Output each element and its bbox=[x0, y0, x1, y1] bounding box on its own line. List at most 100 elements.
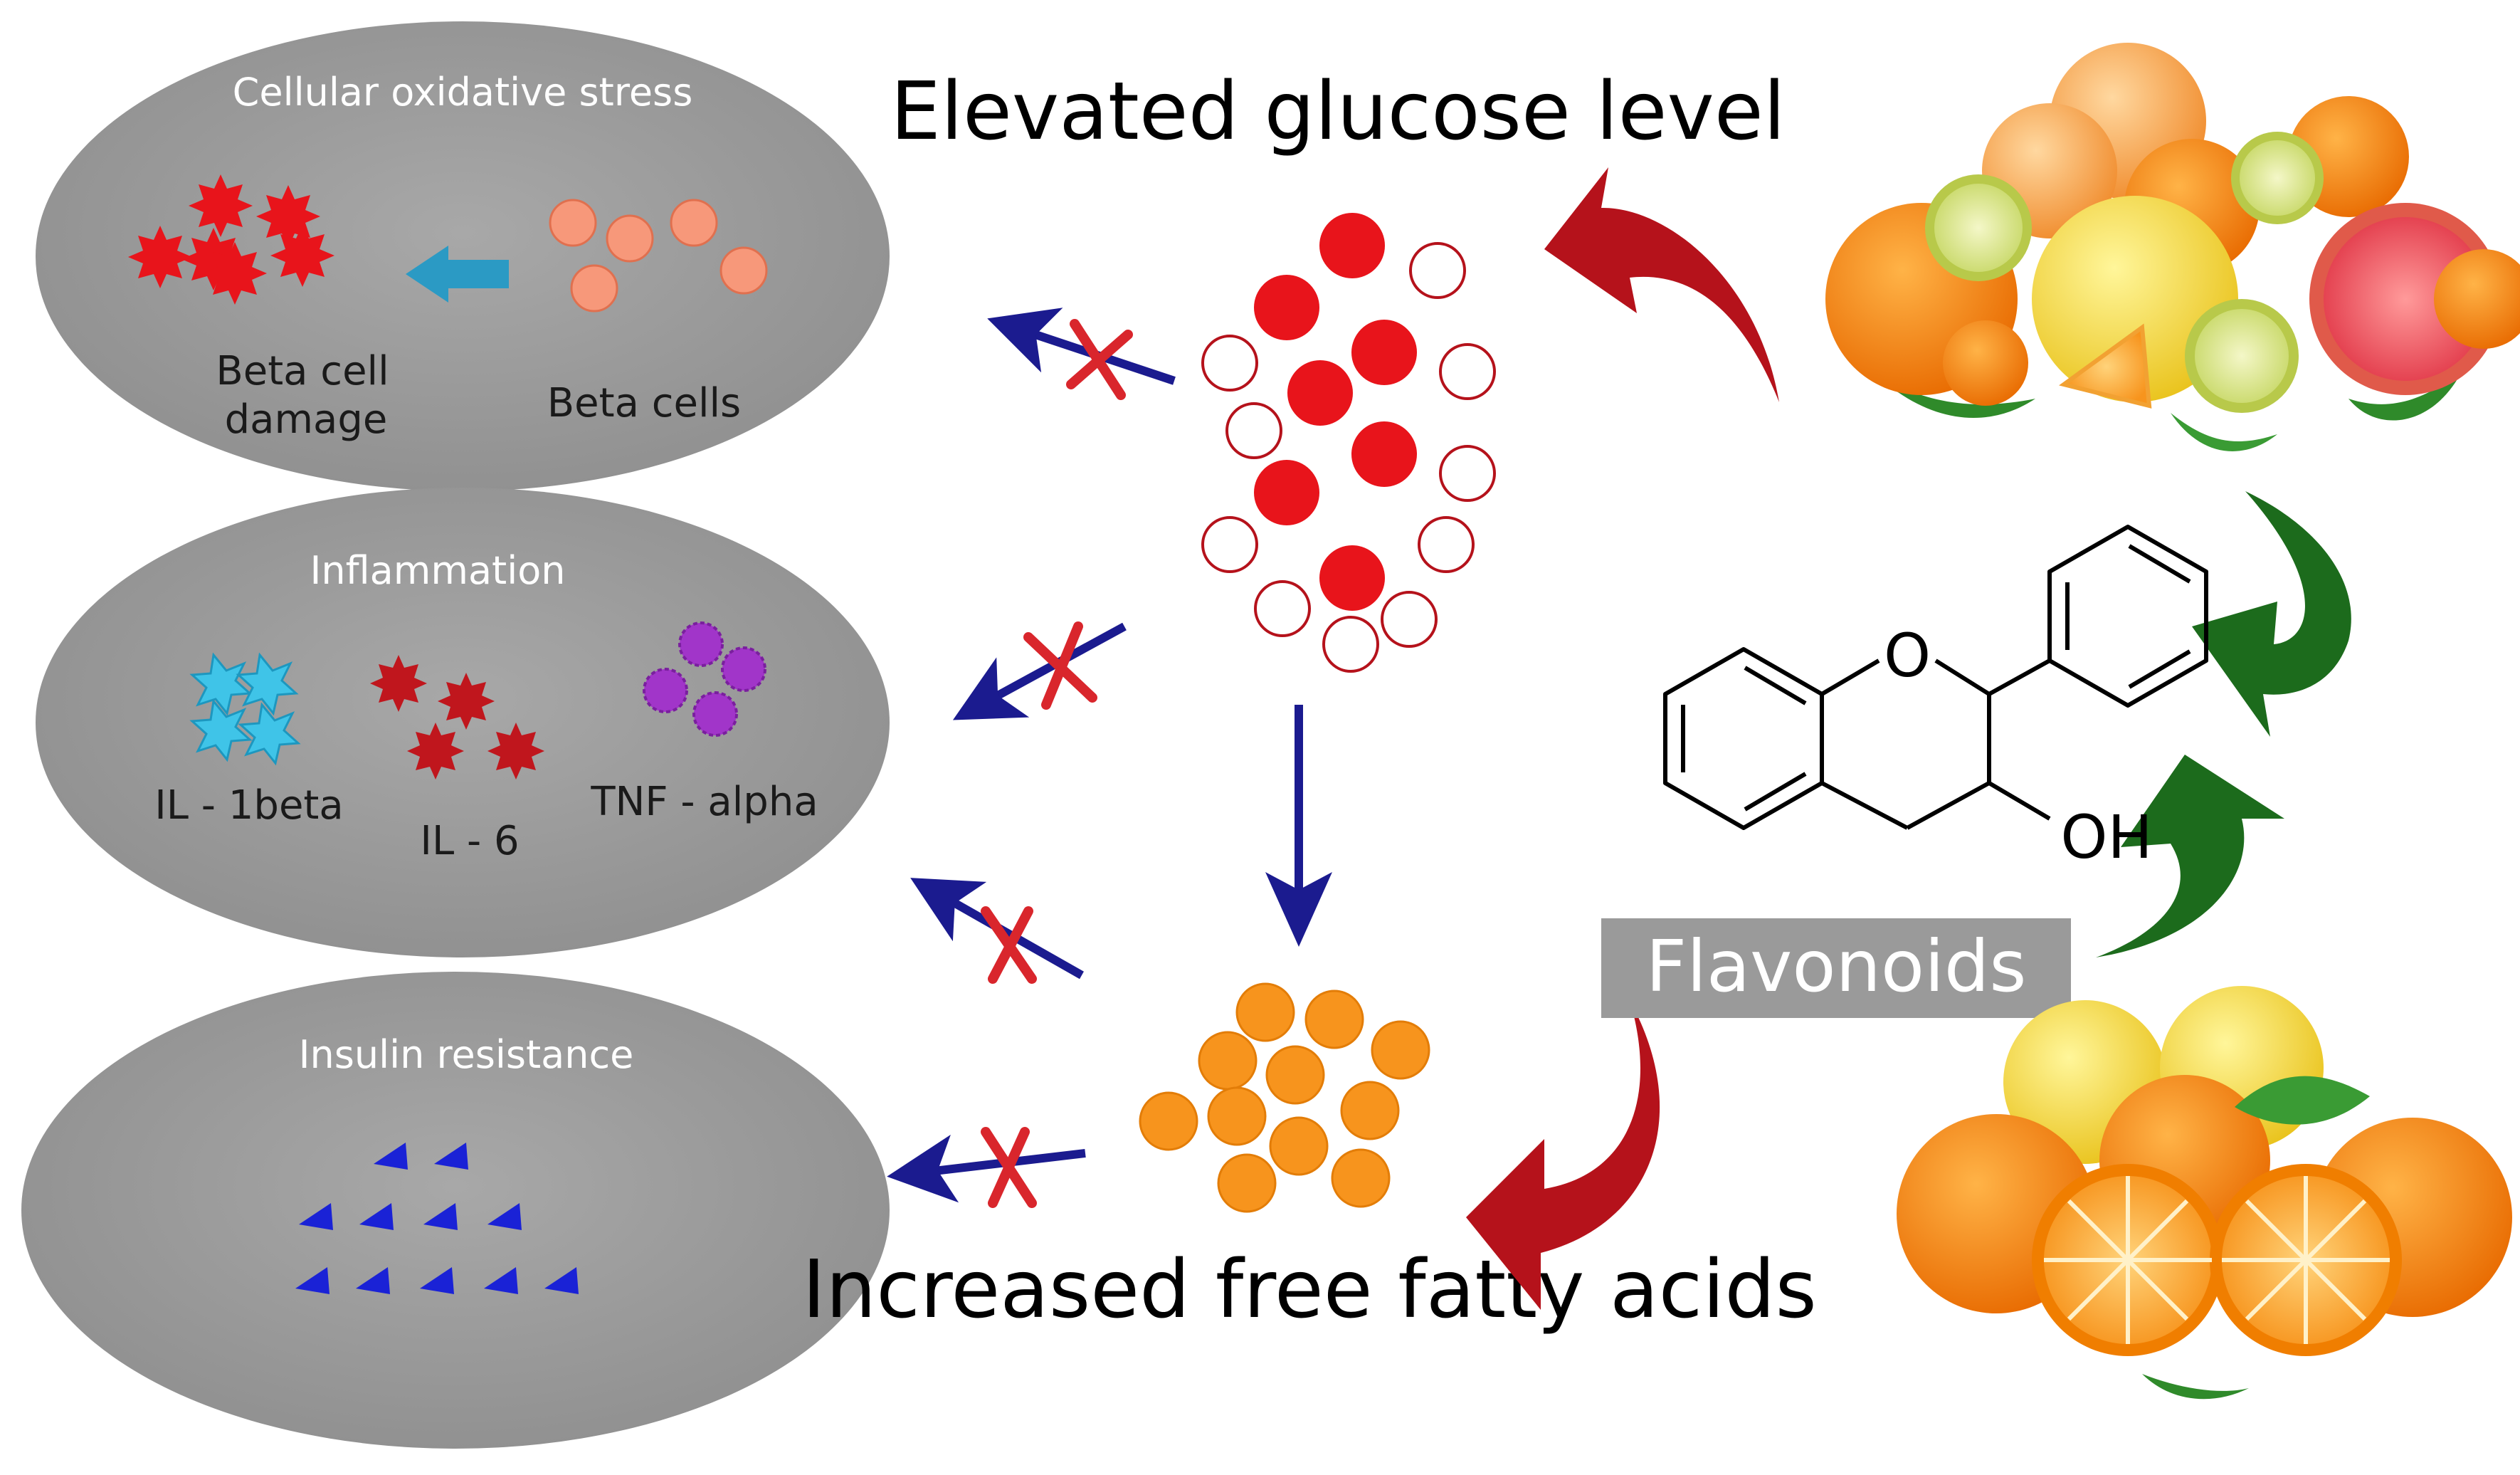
purple-circle-icon bbox=[721, 646, 766, 692]
beta-cell-icon bbox=[719, 246, 768, 295]
curved-arrow-icon bbox=[2096, 755, 2284, 957]
glucose-filled bbox=[1254, 213, 1417, 611]
panel-inflammation-title: Inflammation bbox=[310, 548, 566, 593]
beta-cell-icon bbox=[670, 199, 718, 247]
citrus-fruit-icon bbox=[2240, 140, 2315, 216]
glucose-molecule-icon bbox=[1254, 275, 1319, 340]
panel-inflammation-background bbox=[36, 488, 890, 957]
cyan-cross-cell-icon bbox=[236, 652, 299, 716]
damage-arrow-icon bbox=[406, 246, 509, 303]
blue-triangle-receptor-icon bbox=[544, 1267, 579, 1294]
glucose-molecule-icon bbox=[1319, 213, 1385, 278]
citrus-fruit-icon bbox=[1943, 320, 2028, 406]
empty-molecule-icon bbox=[1418, 516, 1475, 573]
red-star-cell-icon bbox=[203, 242, 267, 305]
red-star-cell-icon bbox=[438, 673, 495, 730]
panel-oxidative-stress: Cellular oxidative stress Beta cell dama… bbox=[36, 21, 890, 491]
orange-segments bbox=[2044, 1176, 2390, 1344]
il6-cells bbox=[370, 655, 544, 780]
empty-molecule-icon bbox=[1201, 516, 1258, 573]
oxygen-atom-label: O bbox=[1884, 621, 1931, 691]
citrus-fruit-top bbox=[1825, 43, 2520, 451]
empty-molecule-icon bbox=[1409, 242, 1466, 299]
beta-cell-damage-label-line1: Beta cell bbox=[216, 348, 389, 394]
beta-cell-icon bbox=[549, 199, 597, 247]
red-star-cell-icon bbox=[189, 174, 253, 237]
blue-triangle-receptor-icon bbox=[356, 1267, 390, 1294]
cross-mark-icon bbox=[981, 1127, 1037, 1208]
leaf-icon bbox=[2142, 1374, 2249, 1400]
flavonoid-label: Flavonoids bbox=[1646, 925, 2027, 1008]
il1-beta-cells bbox=[189, 652, 301, 766]
blue-triangle-receptor-icon bbox=[487, 1203, 522, 1230]
red-star-cell-icon bbox=[370, 655, 427, 712]
purple-circle-icon bbox=[692, 691, 738, 737]
fatty-acid-icon bbox=[1331, 1148, 1391, 1208]
glucose-molecule-icon bbox=[1319, 545, 1385, 611]
blue-triangle-receptor-icon bbox=[434, 1143, 468, 1170]
blue-triangle-receptor-icon bbox=[374, 1143, 408, 1170]
curved-arrow-icon bbox=[2192, 491, 2351, 737]
tnf-alpha-label: TNF - alpha bbox=[590, 779, 818, 825]
fatty-acid-icon bbox=[1207, 1086, 1267, 1146]
citrus-fruit-icon bbox=[2324, 217, 2487, 381]
cyan-cross-cell-icon bbox=[189, 698, 253, 762]
citrus-fruit-icon bbox=[2434, 249, 2520, 349]
blue-triangle-receptor-icon bbox=[359, 1203, 394, 1230]
glucose-cluster bbox=[1201, 213, 1496, 673]
red-star-cell-icon bbox=[407, 723, 464, 780]
leaf-icon bbox=[2235, 1076, 2370, 1125]
insulin-receptors bbox=[295, 1143, 579, 1294]
flavonoid-label-box bbox=[1601, 918, 2071, 1018]
empty-molecule-icon bbox=[1254, 580, 1311, 637]
fatty-acid-icon bbox=[1304, 990, 1364, 1049]
curved-arrow-icon bbox=[1544, 167, 1779, 402]
leaf-icon bbox=[2171, 413, 2277, 451]
red-star-cell-icon bbox=[128, 226, 192, 288]
blue-triangle-receptor-icon bbox=[299, 1203, 333, 1230]
blue-triangle-receptor-icon bbox=[423, 1203, 458, 1230]
cross-mark-icon bbox=[1023, 621, 1097, 710]
red-star-cell-icon bbox=[487, 723, 544, 780]
fatty-acid-cluster bbox=[1139, 982, 1430, 1213]
glucose-molecule-icon bbox=[1287, 360, 1353, 426]
panel-inflammation: Inflammation IL - 1beta IL - 6 TNF - alp… bbox=[36, 488, 890, 957]
fatty-acid-icon bbox=[1217, 1153, 1277, 1213]
cyan-cross-cell-icon bbox=[189, 652, 253, 716]
il1-beta-label: IL - 1beta bbox=[154, 782, 343, 829]
citrus-fruit-icon bbox=[1934, 184, 2023, 272]
fatty-acid-icon bbox=[1371, 1020, 1430, 1080]
panel-oxidative-background bbox=[36, 21, 890, 491]
blue-triangle-receptor-icon bbox=[484, 1267, 518, 1294]
blue-triangle-receptor-icon bbox=[420, 1267, 454, 1294]
beta-cell-icon bbox=[570, 264, 618, 313]
leaf-icon bbox=[1879, 377, 2035, 419]
glucose-molecule-icon bbox=[1254, 460, 1319, 525]
blocked-arrows bbox=[887, 308, 1176, 1203]
fatty-acid-icon bbox=[1265, 1045, 1325, 1105]
tnf-alpha-cells bbox=[643, 621, 766, 737]
panel-insulin-title: Insulin resistance bbox=[299, 1032, 634, 1077]
damaged-beta-cells bbox=[128, 174, 334, 305]
cross-mark-icon bbox=[981, 906, 1037, 984]
empty-molecule-icon bbox=[1201, 335, 1258, 392]
curved-arrow-icon bbox=[1466, 1000, 1660, 1310]
empty-molecule-icon bbox=[1439, 445, 1496, 502]
glucose-empty bbox=[1201, 242, 1496, 673]
fatty-acids-title: Increased free fatty acids bbox=[802, 1244, 1817, 1336]
blue-triangle-receptor-icon bbox=[295, 1267, 330, 1294]
hydroxyl-label: OH bbox=[2060, 802, 2152, 872]
glucose-molecule-icon bbox=[1351, 421, 1417, 487]
blocked-arrow-icon bbox=[952, 622, 1127, 720]
panel-oxidative-title: Cellular oxidative stress bbox=[233, 70, 693, 115]
citrus-fruit-bottom bbox=[1897, 986, 2512, 1400]
block-crosses bbox=[981, 319, 1133, 1208]
glucose-title: Elevated glucose level bbox=[890, 65, 1786, 158]
fatty-acid-icon bbox=[1139, 1091, 1198, 1151]
cross-mark-icon bbox=[1066, 319, 1133, 400]
beta-cells-label: Beta cells bbox=[547, 380, 741, 426]
panel-insulin-resistance: Insulin resistance bbox=[21, 972, 890, 1449]
fatty-acid-icon bbox=[1235, 982, 1295, 1042]
